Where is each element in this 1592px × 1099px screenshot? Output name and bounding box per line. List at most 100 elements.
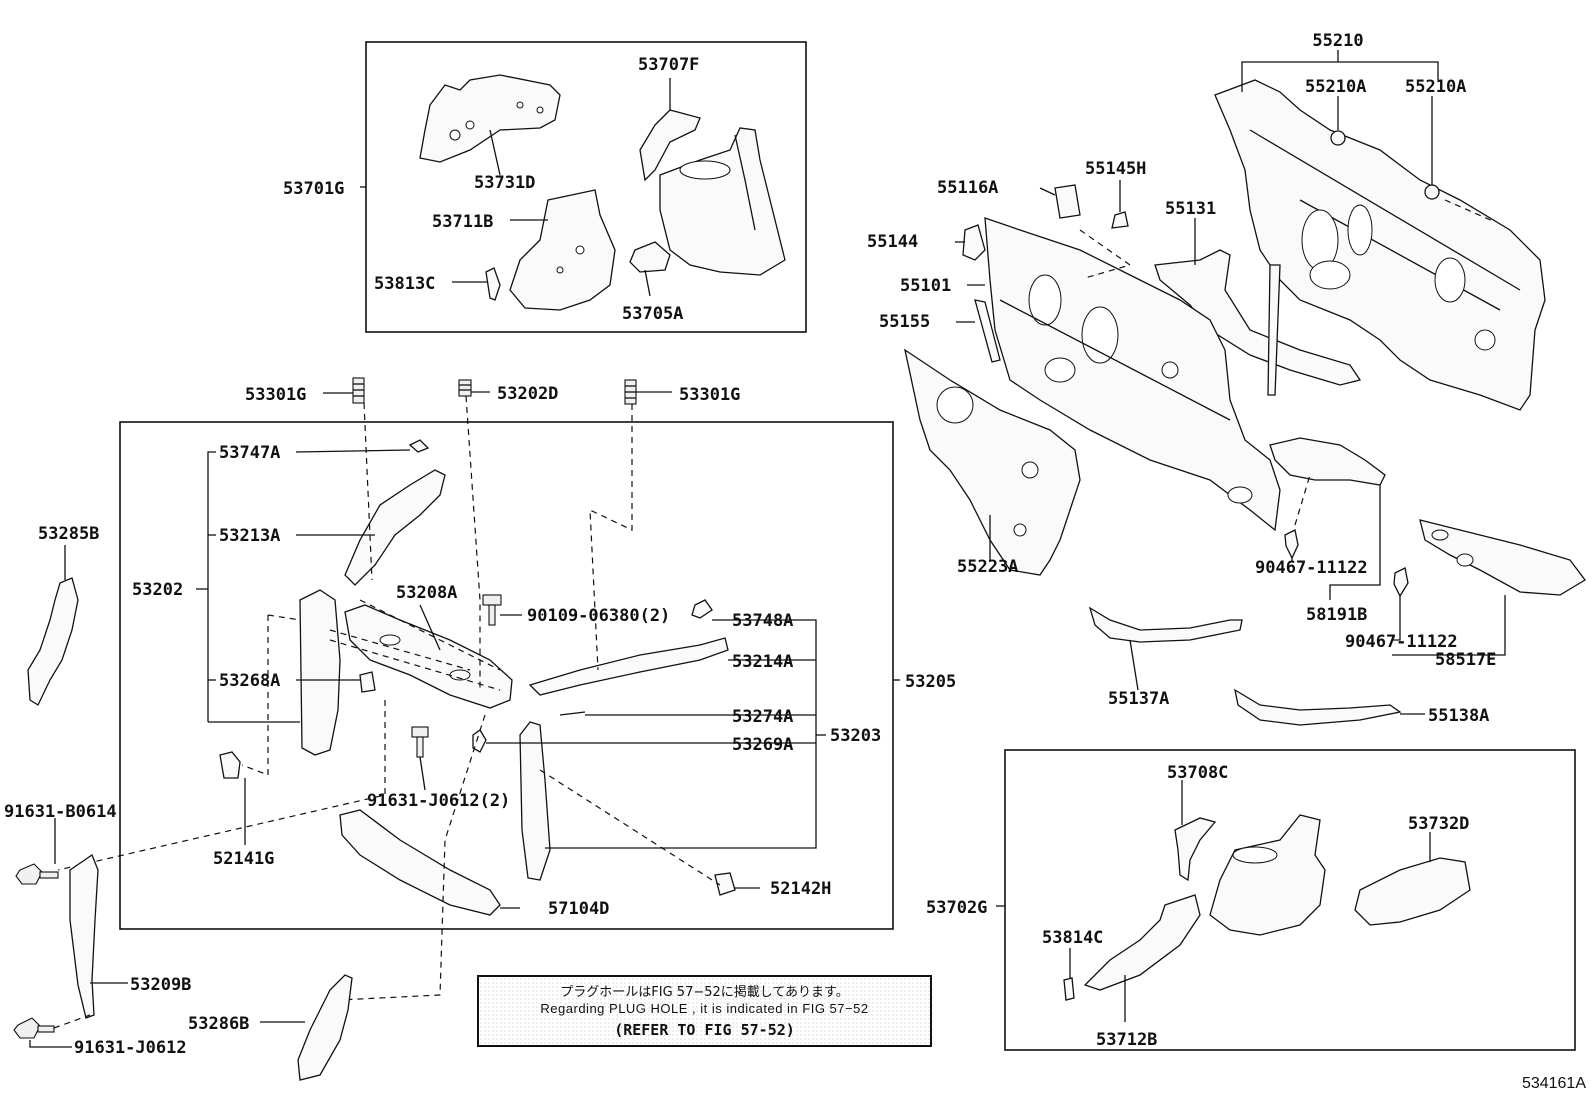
- part-52142h-shape: [714, 872, 736, 896]
- label-52142h: 52142H: [770, 879, 831, 899]
- label-53705a: 53705A: [622, 304, 683, 324]
- part-53731d-shape: [419, 74, 561, 163]
- fastener-53301g-2: [624, 379, 637, 405]
- part-53705a-shape: [629, 241, 671, 273]
- label-53712b: 53712B: [1096, 1030, 1157, 1050]
- part-55116a-shape: [1054, 184, 1081, 219]
- part-52141g-shape: [219, 751, 241, 779]
- label-53708c: 53708C: [1167, 763, 1228, 783]
- part-53268a-clip: [359, 671, 376, 693]
- label-55145h: 55145H: [1085, 159, 1146, 179]
- part-53748a-shape: [691, 599, 713, 619]
- dashed-guide: [329, 629, 471, 671]
- label-53702g: 53702G: [926, 898, 987, 918]
- label-53274a: 53274A: [732, 707, 793, 727]
- label-53711b: 53711B: [432, 212, 493, 232]
- part-53268a-shape: [299, 589, 341, 756]
- label-53286b: 53286B: [188, 1014, 249, 1034]
- leader: [29, 1040, 72, 1048]
- bolt-91631-j0612: [13, 1017, 55, 1039]
- part-53708c-shape: [1174, 817, 1217, 882]
- dashed-guide: [53, 1014, 91, 1029]
- part-55210a-clip-2: [1424, 184, 1440, 200]
- part-53274a-shape: [559, 711, 586, 716]
- label-53203: 53203: [830, 726, 881, 746]
- label-55116a: 55116A: [937, 178, 998, 198]
- part-53213a-shape: [344, 469, 446, 586]
- label-53748a: 53748A: [732, 611, 793, 631]
- label-57104d: 57104D: [548, 899, 609, 919]
- part-53711b-shape: [509, 189, 616, 311]
- label-55137a: 55137A: [1108, 689, 1169, 709]
- part-53712b-shape: [1083, 894, 1201, 991]
- bracket-53202: [207, 451, 216, 722]
- part-53747a-shape: [408, 439, 430, 453]
- label-53301g-2: 53301G: [679, 385, 740, 405]
- leader: [1392, 595, 1506, 656]
- label-53731d: 53731D: [474, 173, 535, 193]
- dashed-guide: [1294, 474, 1311, 526]
- part-55144-shape: [962, 224, 986, 261]
- label-53814c: 53814C: [1042, 928, 1103, 948]
- label-53202: 53202: [132, 580, 183, 600]
- label-55210a-1: 55210A: [1305, 77, 1366, 97]
- label-53205: 53205: [905, 672, 956, 692]
- fastener-53301g-1: [352, 377, 365, 404]
- part-55155-shape: [974, 299, 1001, 363]
- label-53213a: 53213A: [219, 526, 280, 546]
- label-90467-11122-a: 90467-11122: [1255, 558, 1368, 578]
- dashed-guide: [539, 769, 721, 886]
- label-53813c: 53813C: [374, 274, 435, 294]
- leader: [1039, 187, 1056, 196]
- leader: [419, 756, 426, 791]
- label-53214a: 53214A: [732, 652, 793, 672]
- part-53269a-shape: [472, 729, 487, 753]
- leader: [644, 269, 651, 297]
- label-53268a: 53268A: [219, 671, 280, 691]
- bolt-91631-j0612-2: [411, 726, 429, 758]
- label-58517e: 58517E: [1435, 650, 1496, 670]
- label-53301g-1: 53301G: [245, 385, 306, 405]
- label-53732d: 53732D: [1408, 814, 1469, 834]
- dashed-guide: [589, 404, 633, 671]
- label-53747a: 53747A: [219, 443, 280, 463]
- label-53202d: 53202D: [497, 384, 558, 404]
- label-55223a: 55223A: [957, 557, 1018, 577]
- part-53707f-shape: [639, 109, 786, 276]
- bracket-53203: [545, 619, 817, 849]
- leader: [489, 129, 501, 176]
- dashed-guide: [267, 614, 301, 621]
- part-55137a-shape: [1088, 606, 1243, 643]
- part-53208a-shape: [344, 604, 513, 709]
- part-53209b-shape: [69, 854, 99, 1019]
- label-91631-j0612: 91631-J0612: [74, 1038, 187, 1058]
- label-55144: 55144: [867, 232, 918, 252]
- leader: [1392, 596, 1401, 641]
- part-53732d-shape: [1354, 857, 1471, 926]
- leader: [1241, 61, 1439, 92]
- part-53813c-shape: [485, 267, 501, 301]
- diagram-code: 534161A: [1521, 1075, 1586, 1092]
- dashed-guide: [241, 615, 269, 776]
- label-90109-06380: 90109-06380(2): [527, 606, 670, 626]
- label-55210a-2: 55210A: [1405, 77, 1466, 97]
- part-55210-shape: [1214, 79, 1546, 411]
- leader: [1329, 485, 1381, 600]
- clip-90467-b: [1393, 567, 1409, 598]
- note-line-english: Regarding PLUG HOLE , it is indicated in…: [540, 1001, 869, 1016]
- label-90467-11122-b: 90467-11122: [1345, 632, 1458, 652]
- part-58517e-shape: [1419, 519, 1586, 596]
- part-53269a-upright: [519, 721, 551, 881]
- label-91631-b0614: 91631-B0614: [4, 802, 117, 822]
- part-55210a-clip-1: [1330, 130, 1346, 146]
- label-53707f: 53707F: [638, 55, 699, 75]
- dashed-guide: [465, 395, 481, 690]
- dashed-guide: [363, 402, 373, 581]
- label-55138a: 55138A: [1428, 706, 1489, 726]
- part-53285b-shape: [27, 577, 79, 706]
- dashed-guide: [329, 639, 501, 691]
- part-53286b-shape: [297, 974, 353, 1081]
- leader: [419, 604, 441, 651]
